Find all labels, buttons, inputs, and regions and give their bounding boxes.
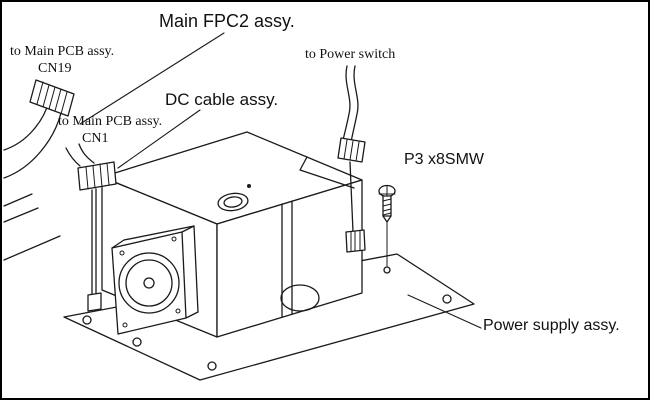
label-power-supply-assy: Power supply assy.	[483, 317, 620, 334]
label-main-fpc2-assy: Main FPC2 assy.	[159, 11, 295, 31]
label-to-main-pcb-cn1-line2: CN1	[82, 131, 109, 146]
power-switch-cable	[338, 66, 365, 232]
dc-cable	[88, 189, 101, 311]
leader-lines	[80, 33, 481, 328]
fan-unit	[112, 226, 198, 334]
screw-p3-icon	[379, 186, 395, 274]
label-to-main-pcb-cn19-line2: CN19	[38, 61, 72, 76]
cn1-connector	[66, 144, 116, 190]
ac-inlet-connector	[346, 230, 365, 252]
label-dc-cable-assy: DC cable assy.	[165, 90, 279, 109]
fpc2-ribbon-cable	[4, 101, 61, 178]
top-grommet-hole	[217, 191, 249, 212]
label-to-power-switch: to Power switch	[305, 47, 396, 62]
offscreen-pcb-edges	[4, 194, 60, 260]
label-to-main-pcb-cn19-line1: to Main PCB assy.	[10, 44, 115, 59]
cn19-connector	[30, 80, 74, 116]
label-to-main-pcb-cn1-line1: to Main PCB assy.	[58, 114, 163, 129]
label-p3-screw: P3 x8SMW	[404, 151, 485, 168]
plate-mounting-holes	[83, 295, 451, 370]
